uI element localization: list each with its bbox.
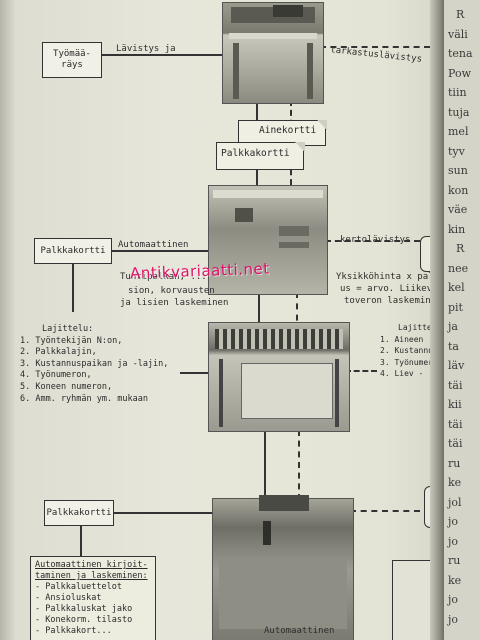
lajittelu-item: 6. Amm. ryhmän ym. mukaan <box>20 393 148 404</box>
right-lajittelu-list: Lajittelu: 1. Aineen ... 2. Kustannus...… <box>380 322 452 380</box>
connector-line <box>112 512 212 514</box>
facing-page-fragment: nee <box>448 261 469 275</box>
facing-page-fragment: jol <box>448 495 462 509</box>
page-shadow <box>0 0 16 640</box>
facing-page-fragment: R <box>456 242 465 255</box>
facing-page-fragment: kin <box>448 222 466 236</box>
right-output-box <box>392 560 434 640</box>
facing-page-fragment: ke <box>448 573 462 587</box>
facing-page-fragment: ta <box>448 339 459 353</box>
calculating-machine-image <box>208 185 328 295</box>
bottom-box-line: - Palkkaluskat jako <box>35 604 133 614</box>
palkkakortti-box-bottom: Palkkakortti <box>44 500 114 526</box>
lajittelu-title: Lajittelu: <box>42 324 94 334</box>
connector-line <box>80 522 82 557</box>
facing-page-fragment: tena <box>448 47 473 60</box>
flow-dashed-line <box>296 292 298 332</box>
facing-page-fragment: mel <box>448 125 469 138</box>
book-binding <box>430 0 444 640</box>
palkkakortti-card-label: Palkkakortti <box>221 148 290 159</box>
toveron-label: toveron laskeminen <box>344 296 442 306</box>
facing-page-fragment: ja <box>448 320 458 333</box>
connector-line <box>180 372 210 374</box>
facing-page-fragment: ru <box>448 456 461 470</box>
sion-label: sion, korvausten <box>128 286 215 296</box>
connector-line <box>100 54 225 56</box>
facing-page-fragment: ke <box>448 476 462 489</box>
facing-page-fragment: täi <box>448 417 463 431</box>
facing-page-fragment: ru <box>448 554 461 567</box>
right-lajittelu-item: 3. Työnumer... <box>380 357 448 367</box>
connector-dashed-line <box>350 510 420 512</box>
facing-page-fragment: väli <box>448 27 468 41</box>
flow-line <box>258 292 260 332</box>
lisien-label: ja lisien laskeminen <box>120 298 229 308</box>
facing-page-fragment: tyv <box>448 144 465 158</box>
right-lajittelu-item: 2. Kustannus... <box>380 346 453 356</box>
facing-page-fragment: R <box>456 8 465 21</box>
keypunch-machine-image <box>222 2 324 104</box>
connector-dashed-line <box>320 46 430 48</box>
lajittelu-item: 4. Työnumeron, <box>20 370 92 381</box>
tabulating-machine-image <box>212 495 354 640</box>
automaattinen-label: Automaattinen <box>118 240 189 250</box>
automaattinen-kirjoittaminen-box: Automaattinen kirjoit- taminen ja laskem… <box>30 556 156 640</box>
facing-page-fragment: täi <box>448 437 463 450</box>
tyomaarays-box: Työmää- räys <box>42 42 102 78</box>
facing-page-fragment: pit <box>448 300 463 314</box>
tarkastuslavistys-label: tarkastuslävistys <box>329 45 423 65</box>
bottom-box-line: - Palkkaluettelot <box>35 582 122 592</box>
bottom-box-line: Automaattinen kirjoit- <box>35 560 148 570</box>
flow-line <box>264 428 266 498</box>
facing-page-fragment: läv <box>448 359 465 372</box>
tyomaarays-label: Työmää- räys <box>53 49 91 70</box>
right-lajittelu-item: 1. Aineen ... <box>380 334 443 344</box>
facing-page-fragment: jo <box>448 515 459 528</box>
lajittelu-list: Lajittelu: 1. Työntekijän N:on, 2. Palkk… <box>20 324 168 405</box>
facing-page-fragment: kii <box>448 398 462 411</box>
yksikkohinta-label: Yksikköhinta x pal- <box>336 272 439 282</box>
lajittelu-item: 3. Kustannuspaikan ja -lajin, <box>20 358 169 369</box>
automaattinen-bottom-label: Automaattinen <box>264 626 335 636</box>
bottom-box-line: - Palkkakort... <box>35 626 112 636</box>
flow-dashed-line <box>298 430 300 500</box>
connector-line <box>72 262 74 312</box>
lajittelu-item: 2. Palkkalajin, <box>20 347 97 358</box>
tuntipalkan-label: Tuntipalkan, ... <box>120 272 207 282</box>
facing-page-fragment: väe <box>448 203 468 216</box>
facing-page-fragment: täi <box>448 378 463 392</box>
bottom-box-line: - Ansioluskat <box>35 593 102 603</box>
sorting-machine-image <box>208 322 350 432</box>
connector-dashed-line <box>345 370 377 372</box>
facing-page-fragment: jo <box>448 534 459 548</box>
facing-page-fragment: kel <box>448 281 465 294</box>
facing-page-fragment: sun <box>448 164 468 177</box>
palkkakortti-bottom-label: Palkkakortti <box>46 507 112 518</box>
facing-page-fragment: tiin <box>448 86 467 99</box>
right-lajittelu-item: 4. Liev - ... <box>380 369 443 379</box>
facing-page-fragment: jo <box>448 612 459 626</box>
lavistys-label: Lävistys ja <box>116 44 176 54</box>
palkkakortti-box: Palkkakortti <box>34 238 112 264</box>
facing-page-fragment: tuja <box>448 105 470 119</box>
right-lajittelu-title: Lajittelu: <box>398 323 447 332</box>
arvo-label: us = arvo. Liikevaih- <box>340 284 454 294</box>
connector-dashed-line <box>325 240 420 242</box>
lajittelu-item: 5. Koneen numeron, <box>20 381 113 392</box>
ainekortti-label: Ainekortti <box>259 125 317 136</box>
bottom-box-line: taminen ja laskeminen: <box>35 571 148 581</box>
facing-page-fragment: Pow <box>448 66 471 80</box>
palkkakortti-label: Palkkakortti <box>40 245 106 256</box>
facing-page-fragment: jo <box>448 593 459 606</box>
lajittelu-item: 1. Työntekijän N:on, <box>20 335 123 346</box>
kertolavistys-label: kertolävistys <box>340 235 411 245</box>
facing-page-fragment: kon <box>448 183 469 197</box>
connector-line <box>110 250 210 252</box>
bottom-box-line: - Konekorm. tilasto <box>35 615 133 625</box>
palkkakortti-card-top: Palkkakortti <box>216 141 305 170</box>
